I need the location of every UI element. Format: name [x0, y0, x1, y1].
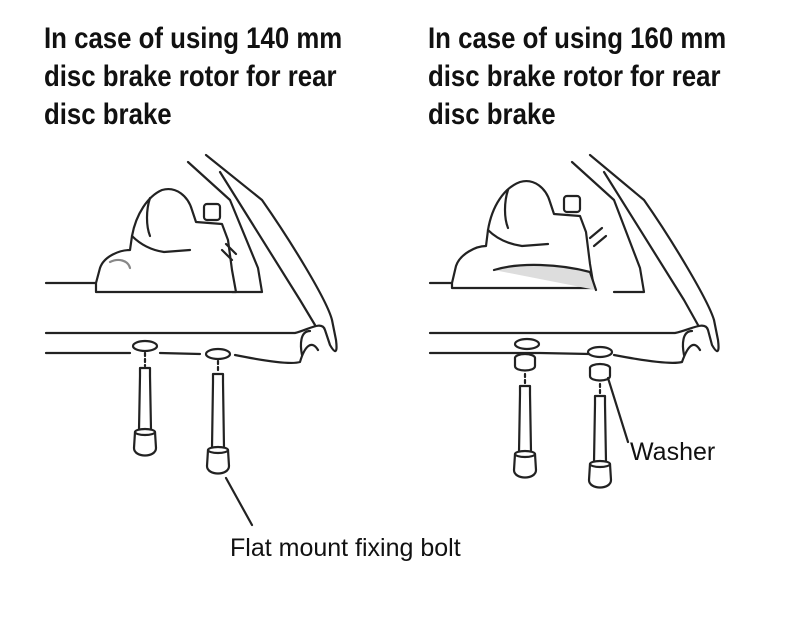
- washer-leader-line: [606, 376, 630, 444]
- left-bolt-1: [132, 351, 158, 457]
- left-caliper-detail-2: [130, 234, 192, 254]
- right-caliper-body: [450, 180, 596, 290]
- right-bolt-1: [512, 372, 538, 479]
- left-caliper-body: [94, 188, 238, 294]
- left-hole-2: [204, 347, 232, 361]
- left-caliper-hatching: [220, 242, 238, 262]
- left-dropout-hook: [299, 329, 312, 357]
- left-caliper-detail-1: [145, 196, 152, 238]
- right-hole-1: [513, 337, 541, 351]
- right-washer-1-side: [513, 356, 537, 372]
- right-bolt-1-head: [512, 452, 538, 479]
- left-bolt-2-shaft: [210, 372, 226, 450]
- right-panel-title: In case of using 160 mm disc brake rotor…: [428, 20, 738, 134]
- right-washer-2-side: [588, 366, 612, 382]
- right-title-line-3: disc brake: [428, 98, 556, 131]
- left-title-line-1: In case of using 140 mm: [44, 22, 343, 55]
- right-title-line-1: In case of using 160 mm: [428, 22, 727, 55]
- right-caliper-hatching: [588, 226, 608, 248]
- left-panel-title: In case of using 140 mm disc brake rotor…: [44, 20, 354, 134]
- left-bolt-2-head: [205, 448, 231, 475]
- left-title-line-2: disc brake rotor for rear: [44, 60, 337, 93]
- right-bleed-nipple: [562, 194, 582, 214]
- right-seatstay: [570, 160, 646, 294]
- left-bolt-1-head: [132, 430, 158, 457]
- right-caliper-detail-1: [503, 188, 510, 230]
- right-caliper: [450, 180, 608, 292]
- left-bolt-1-flange: [133, 427, 157, 437]
- right-frame: [428, 153, 720, 365]
- left-chainstay: [44, 153, 338, 353]
- right-caliper-detail-2: [486, 228, 550, 248]
- left-bleed-nipple: [202, 202, 222, 222]
- left-frame: [44, 153, 338, 365]
- right-bolt-2-shaft: [592, 394, 608, 464]
- right-frame-bottom: [428, 343, 702, 365]
- left-caliper: [94, 188, 238, 294]
- right-caliper-pad-shade: [492, 263, 598, 292]
- left-bolt-1-shaft: [137, 366, 153, 432]
- left-seatstay-edge: [218, 170, 317, 327]
- right-dropout-hook: [681, 329, 694, 357]
- bolt-label: Flat mount fixing bolt: [230, 534, 461, 562]
- washer-label: Washer: [630, 438, 715, 466]
- right-bolt-2-flange: [588, 459, 612, 469]
- bolt-leader-line: [224, 476, 254, 527]
- right-bolt-2: [587, 382, 613, 489]
- right-title-line-2: disc brake rotor for rear: [428, 60, 721, 93]
- right-bolt-1-flange: [513, 449, 537, 459]
- left-frame-bottom: [44, 343, 320, 365]
- right-bolt-1-shaft: [517, 384, 533, 454]
- left-bolt-2: [205, 359, 231, 475]
- right-seatstay-edge: [602, 170, 700, 327]
- right-washer-2: [588, 362, 612, 382]
- left-caliper-shade: [108, 258, 132, 270]
- left-title-line-3: disc brake: [44, 98, 172, 131]
- right-bolt-2-head: [587, 462, 613, 489]
- left-hole-1: [131, 339, 159, 353]
- right-chainstay: [428, 153, 720, 353]
- left-bolt-2-flange: [206, 445, 230, 455]
- right-hole-2: [586, 345, 614, 359]
- right-washer-1: [513, 352, 537, 372]
- left-seatstay: [186, 160, 264, 294]
